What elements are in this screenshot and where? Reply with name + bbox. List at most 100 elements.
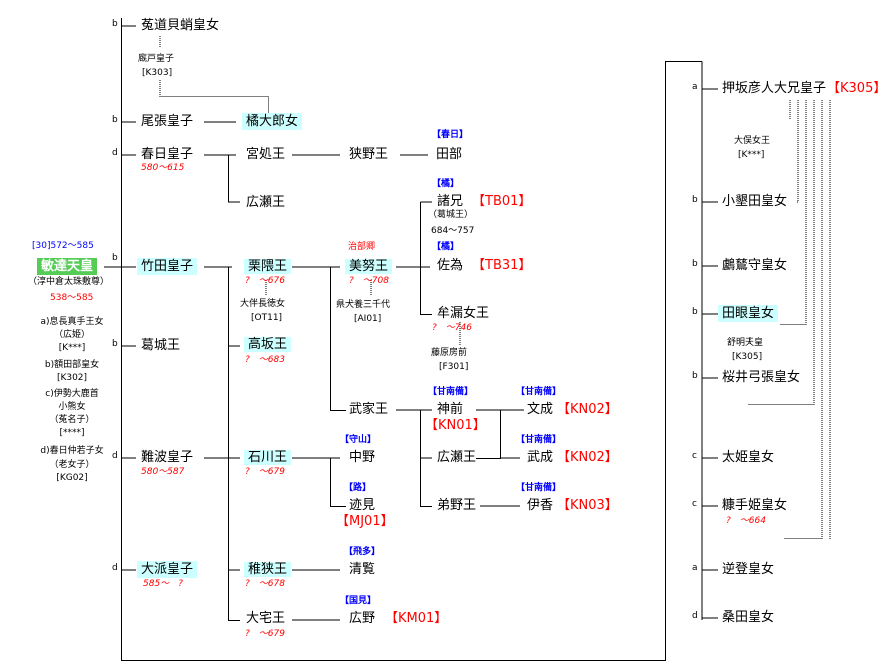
tachibana-oiratsume: 橘大郎女 — [242, 113, 303, 130]
ika-code: 【KN03】 — [557, 498, 618, 513]
nakano: 中野 — [349, 450, 376, 465]
kuwata: 桑田皇女 — [722, 610, 775, 625]
moroe: 諸兄 — [437, 194, 464, 209]
muro-jo-o: 牟漏女王 — [437, 306, 490, 321]
emperor-alias: （淳中倉太珠敷尊） — [28, 277, 110, 287]
mark-b: b — [692, 195, 698, 205]
mark-d: d — [112, 451, 118, 461]
mark-c: c — [692, 451, 697, 461]
minu-dates: ? ～708 — [349, 276, 389, 286]
hirose-o-1: 広瀬王 — [246, 195, 286, 210]
iwakawa-o: 石川王 — [244, 450, 292, 465]
moroe-alias: （葛城王） — [428, 210, 474, 220]
sano-o: 狭野王 — [349, 147, 389, 162]
jomei-tenno: 舒明天皇 — [727, 338, 764, 348]
child-uji-kaitako: 菟道貝蛸皇女 — [141, 18, 220, 33]
clan-amanabi-1: 【甘南備】 — [428, 387, 474, 397]
kurikuma-o: 栗隈王 — [244, 259, 292, 274]
oyake-o: 大宅王 — [246, 611, 286, 626]
kamusaki: 神前 — [437, 402, 464, 417]
clan-kasuga: 【春日】 — [432, 130, 469, 140]
mark-b: b — [112, 115, 118, 125]
mark-d: d — [112, 563, 118, 573]
consort-a-code: [K***] — [58, 343, 86, 353]
consort-c-alias: （菟名子） — [49, 415, 95, 425]
marriage-lines — [159, 36, 831, 540]
iwakawa-dates: ? ～679 — [245, 467, 285, 477]
child-naniwa: 難波皇子 — [141, 450, 194, 465]
consort-c: c)伊勢大鹿首 — [45, 389, 99, 399]
sai: 佐為 — [437, 258, 464, 273]
otono-o: 弟野王 — [437, 498, 477, 513]
mark-b: b — [692, 371, 698, 381]
wakasa-o: 稚狭王 — [244, 562, 292, 577]
kasuga-dates: 580～615 — [141, 163, 185, 173]
clan-amanabi-2: 【甘南備】 — [516, 387, 562, 397]
consort-a-alias: （広姫） — [53, 330, 90, 340]
fujiwara-fusasaki: 藤原房前 — [431, 348, 468, 358]
child-kasuga: 春日皇子 — [141, 147, 194, 162]
muro-dates: ? ～746 — [432, 323, 472, 333]
reign-number: [30]572～585 — [32, 241, 94, 251]
consort-b-code: [K302] — [56, 373, 88, 383]
consort-a: a)息長真手王女 — [40, 317, 104, 327]
sai-code: 【TB31】 — [472, 258, 532, 273]
sakurai-yumihari: 桜井弓張皇女 — [722, 370, 801, 385]
hirono-code: 【KM01】 — [385, 611, 448, 626]
wakasa-dates: ? ～678 — [245, 579, 285, 589]
moroe-dates: 684～757 — [431, 226, 475, 236]
jomei-code: [K305] — [732, 352, 763, 362]
spouse-umayado-code: [K303] — [142, 68, 173, 78]
clan-michi: 【路】 — [344, 483, 372, 493]
nukatehime: 糠手姫皇女 — [722, 498, 788, 513]
clan-moriyama: 【守山】 — [340, 435, 377, 445]
oshisaka-hikohito: 押坂彦人大兄皇子 — [722, 81, 827, 96]
hirose-o-2: 広瀬王 — [437, 450, 477, 465]
ika: 伊香 — [527, 498, 554, 513]
clan-tachibana-1: 【橘】 — [432, 179, 460, 189]
kamusaki-code: 【KN01】 — [425, 418, 486, 433]
tomi-code: 【MJ01】 — [336, 514, 394, 529]
clan-kunimi: 【国見】 — [340, 596, 377, 606]
takenari-code: 【KN02】 — [557, 450, 618, 465]
consort-d: d)春日仲若子女 — [40, 446, 104, 456]
mark-a: a — [692, 563, 698, 573]
naniwa-dates: 580～587 — [141, 467, 185, 477]
consort-c-line2: 小熊女 — [58, 402, 86, 412]
mark-a: a — [692, 82, 698, 92]
fuminari: 文成 — [527, 402, 554, 417]
tomi: 迹見 — [349, 498, 376, 513]
clan-tachibana-2: 【橘】 — [432, 242, 460, 252]
mark-b: b — [692, 259, 698, 269]
hirono: 広野 — [349, 611, 376, 626]
clan-tata: 【飛多】 — [344, 547, 381, 557]
mark-b: b — [112, 19, 118, 29]
otomo-code: [OT11] — [251, 313, 283, 323]
owarida-himemiko: 小墾田皇女 — [722, 194, 788, 209]
takeie-o: 武家王 — [349, 402, 389, 417]
child-katsuragi: 葛城王 — [141, 338, 181, 353]
spouse-umayado: 廐戸皇子 — [138, 54, 175, 64]
omata-code: [K***] — [738, 150, 765, 160]
fuminari-code: 【KN02】 — [557, 402, 618, 417]
nukatehime-dates: ? ～664 — [726, 516, 766, 526]
consort-c-code: [****] — [59, 428, 85, 438]
mark-d: d — [692, 611, 698, 621]
child-takeda: 竹田皇子 — [137, 258, 198, 275]
moroe-code: 【TB01】 — [472, 194, 532, 209]
sakanobori: 逆登皇女 — [722, 562, 775, 577]
clan-amanabi-4: 【甘南備】 — [516, 483, 562, 493]
mark-b: b — [112, 339, 118, 349]
mark-c: c — [692, 499, 697, 509]
umorino-himemiko: 鸕鶿守皇女 — [722, 258, 788, 273]
kosaka-o: 高坂王 — [244, 337, 292, 352]
consort-d-code: [KG02] — [56, 473, 88, 483]
miyako-o: 宮処王 — [246, 147, 286, 162]
child-owari: 尾張皇子 — [141, 114, 194, 129]
kosaka-dates: ? ～683 — [245, 355, 285, 365]
solid-lines — [104, 18, 718, 661]
mark-d: d — [112, 148, 118, 158]
oyake-dates: ? ～679 — [245, 629, 285, 639]
futohime: 太姫皇女 — [722, 450, 775, 465]
